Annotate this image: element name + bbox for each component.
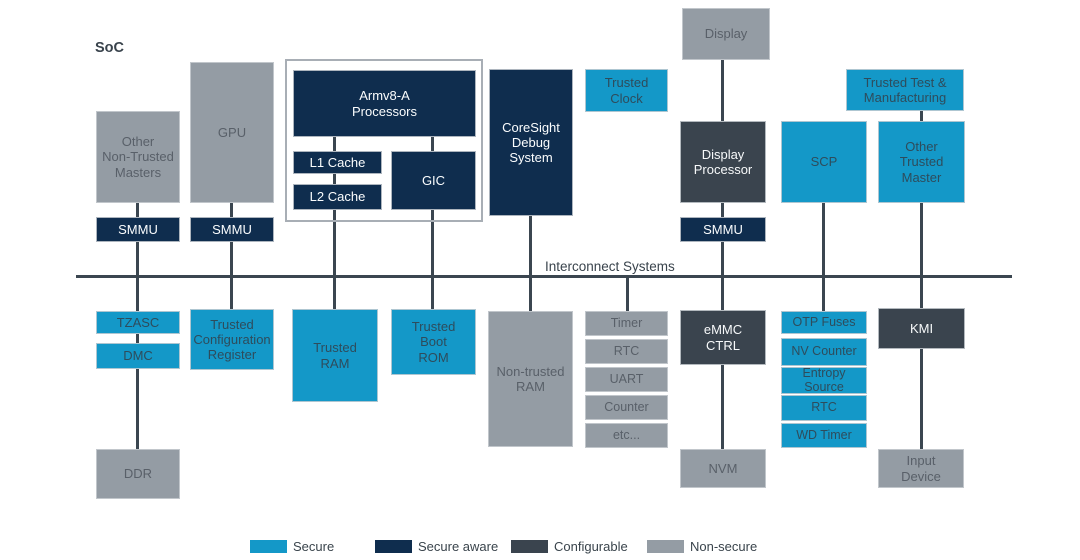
block-nvm: NVM (680, 449, 766, 488)
connector-line (230, 203, 233, 217)
connector-line (721, 203, 724, 217)
connector-line (822, 203, 825, 277)
connector-line (920, 277, 923, 308)
block-uart: UART (585, 367, 668, 392)
block-gpu: GPU (190, 62, 274, 203)
connector-line (920, 111, 923, 121)
block-scp: SCP (781, 121, 867, 203)
legend-swatch-secure-aware (375, 539, 412, 553)
connector-line (136, 242, 139, 277)
block-l2-cache: L2 Cache (293, 184, 382, 210)
legend-item-non-secure: Non-secure (647, 537, 757, 555)
block-trusted-ram: Trusted RAM (292, 309, 378, 402)
block-coresight-debug-system: CoreSight Debug System (489, 69, 573, 216)
block-emmc-ctrl: eMMC CTRL (680, 310, 766, 365)
connector-line (333, 137, 336, 151)
connector-line (431, 137, 434, 151)
block-trusted-configuration-register: Trusted Configuration Register (190, 309, 274, 370)
connector-line (721, 365, 724, 449)
block-smmu-3: SMMU (680, 217, 766, 242)
connector-line (230, 277, 233, 309)
block-nv-counter: NV Counter (781, 338, 867, 366)
block-display: Display (682, 8, 770, 60)
connector-line (136, 277, 139, 311)
legend-label-secure-aware: Secure aware (418, 538, 499, 554)
armv8-cluster-frame (285, 59, 483, 222)
block-counter: Counter (585, 395, 668, 420)
connector-line (920, 349, 923, 449)
connector-line (822, 277, 825, 311)
block-armv8-processors: Armv8-A Processors (293, 70, 476, 137)
block-display-processor: Display Processor (680, 121, 766, 203)
block-input-device: Input Device (878, 449, 964, 488)
block-non-trusted-ram: Non-trusted RAM (488, 311, 573, 447)
legend-label-non-secure: Non-secure (690, 538, 758, 554)
legend-swatch-non-secure (647, 539, 684, 553)
block-trusted-test-manufacturing: Trusted Test & Manufacturing (846, 69, 964, 111)
block-l1-cache: L1 Cache (293, 151, 382, 174)
connector-line (333, 210, 336, 277)
block-kmi: KMI (878, 308, 965, 349)
block-other-non-trusted-masters: Other Non-Trusted Masters (96, 111, 180, 203)
connector-line (529, 216, 532, 277)
legend-item-secure: Secure (250, 537, 334, 555)
soc-label: SoC (95, 40, 124, 56)
interconnect-systems-label: Interconnect Systems (545, 259, 675, 274)
connector-line (721, 242, 724, 277)
block-rtc-secure: RTC (781, 395, 867, 421)
legend-swatch-secure (250, 539, 287, 553)
connector-line (136, 333, 139, 344)
connector-line (230, 242, 233, 277)
block-trusted-clock: Trusted Clock (585, 69, 668, 112)
connector-line (721, 60, 724, 121)
legend-label-configurable: Configurable (554, 538, 628, 554)
connector-line (136, 368, 139, 449)
block-tzasc: TZASC (96, 311, 180, 334)
connector-line (333, 174, 336, 184)
block-other-trusted-master: Other Trusted Master (878, 121, 965, 203)
block-entropy-source: Entropy Source (781, 367, 867, 394)
block-timer: Timer (585, 311, 668, 336)
connector-line (333, 277, 336, 309)
block-dmc: DMC (96, 343, 180, 369)
connector-line (431, 277, 434, 309)
legend-label-secure: Secure (293, 538, 335, 554)
connector-line (721, 277, 724, 310)
block-trusted-boot-rom: Trusted Boot ROM (391, 309, 476, 375)
block-ddr: DDR (96, 449, 180, 499)
block-rtc: RTC (585, 339, 668, 364)
connector-line (529, 277, 532, 311)
block-otp-fuses: OTP Fuses (781, 311, 867, 334)
block-wd-timer: WD Timer (781, 423, 867, 448)
connector-line (431, 210, 434, 277)
interconnect-bus-line (76, 275, 1012, 278)
block-smmu-1: SMMU (96, 217, 180, 242)
connector-line (136, 203, 139, 217)
block-smmu-2: SMMU (190, 217, 274, 242)
block-gic: GIC (391, 151, 476, 210)
connector-line (626, 277, 629, 311)
legend-swatch-configurable (511, 539, 548, 553)
connector-line (920, 203, 923, 277)
legend-item-configurable: Configurable (511, 537, 628, 555)
block-etc: etc... (585, 423, 668, 448)
legend-item-secure-aware: Secure aware (375, 537, 498, 555)
